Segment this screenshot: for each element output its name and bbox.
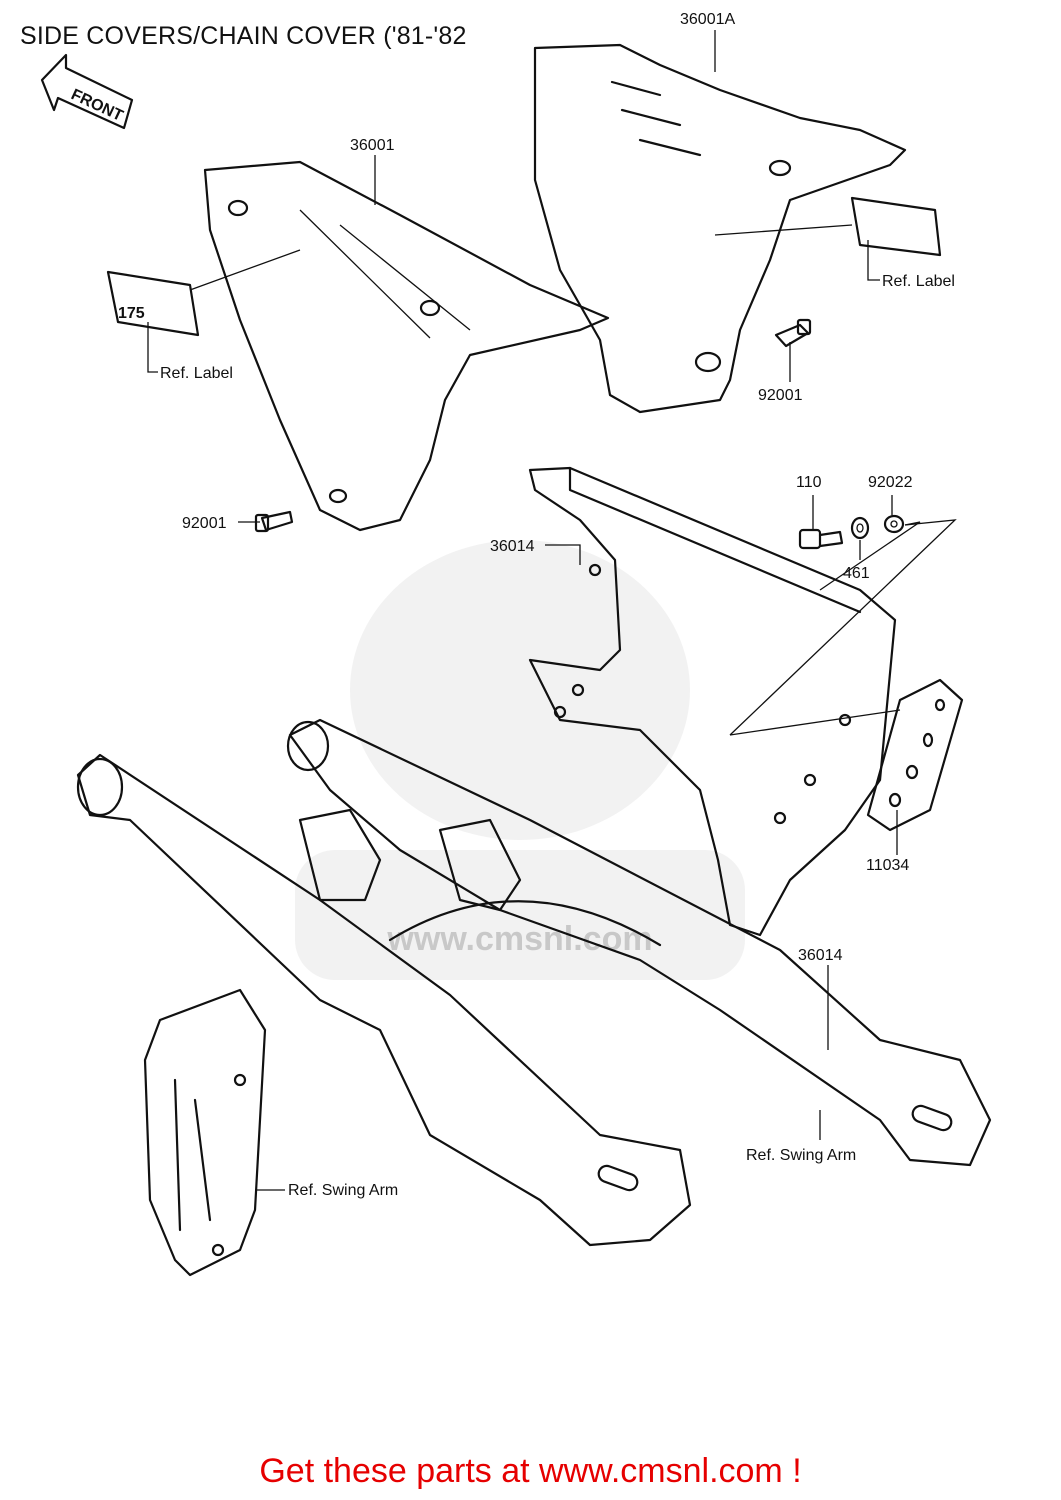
callout-36001A: 36001A (680, 11, 735, 28)
callout-92022: 92022 (868, 474, 913, 491)
callout-36014-upper: 36014 (490, 538, 535, 555)
badge-175: 175 (106, 270, 200, 337)
chain-slider[interactable] (143, 988, 267, 1277)
swing-arm (76, 718, 992, 1247)
callout-110: 110 (796, 474, 822, 491)
screw-92001-right[interactable] (774, 318, 812, 348)
callout-92001-right: 92001 (758, 387, 803, 404)
callout-36014-lower: 36014 (798, 947, 843, 964)
callout-ref-label-left: Ref. Label (160, 365, 233, 382)
callout-92001-left: 92001 (182, 515, 227, 532)
washer-92022[interactable] (883, 514, 905, 534)
chain-guide-11034[interactable] (866, 678, 964, 832)
front-arrow-icon: FRONT (40, 53, 134, 130)
diagram-title: SIDE COVERS/CHAIN COVER ('81-'82 (20, 22, 467, 50)
watermark-text: www.cmsnl.com (386, 920, 652, 958)
cmsnl-watermark: www.cmsnl.com (295, 540, 745, 980)
callout-461: 461 (843, 565, 870, 582)
callout-11034: 11034 (866, 857, 909, 874)
side-cover-36001[interactable] (203, 160, 610, 532)
bolt-110[interactable] (798, 528, 844, 550)
lock-washer-461[interactable] (850, 516, 870, 540)
badge-175-text: 175 (118, 305, 145, 322)
chain-cover-36014[interactable] (528, 466, 897, 937)
callout-ref-swing-arm-left: Ref. Swing Arm (288, 1182, 398, 1199)
exploded-parts-diagram: www.cmsnl.com FRONT 175 (40, 11, 992, 1277)
side-cover-36001A[interactable] (533, 43, 907, 414)
screw-92001-left[interactable] (254, 510, 294, 533)
callout-ref-label-right: Ref. Label (882, 273, 955, 290)
callout-36001: 36001 (350, 137, 395, 154)
callout-ref-swing-arm-right: Ref. Swing Arm (746, 1147, 856, 1164)
leader-lines (147, 30, 957, 1191)
label-badge-right (850, 196, 942, 257)
get-parts-link[interactable]: Get these parts at www.cmsnl.com ! (259, 1452, 802, 1490)
